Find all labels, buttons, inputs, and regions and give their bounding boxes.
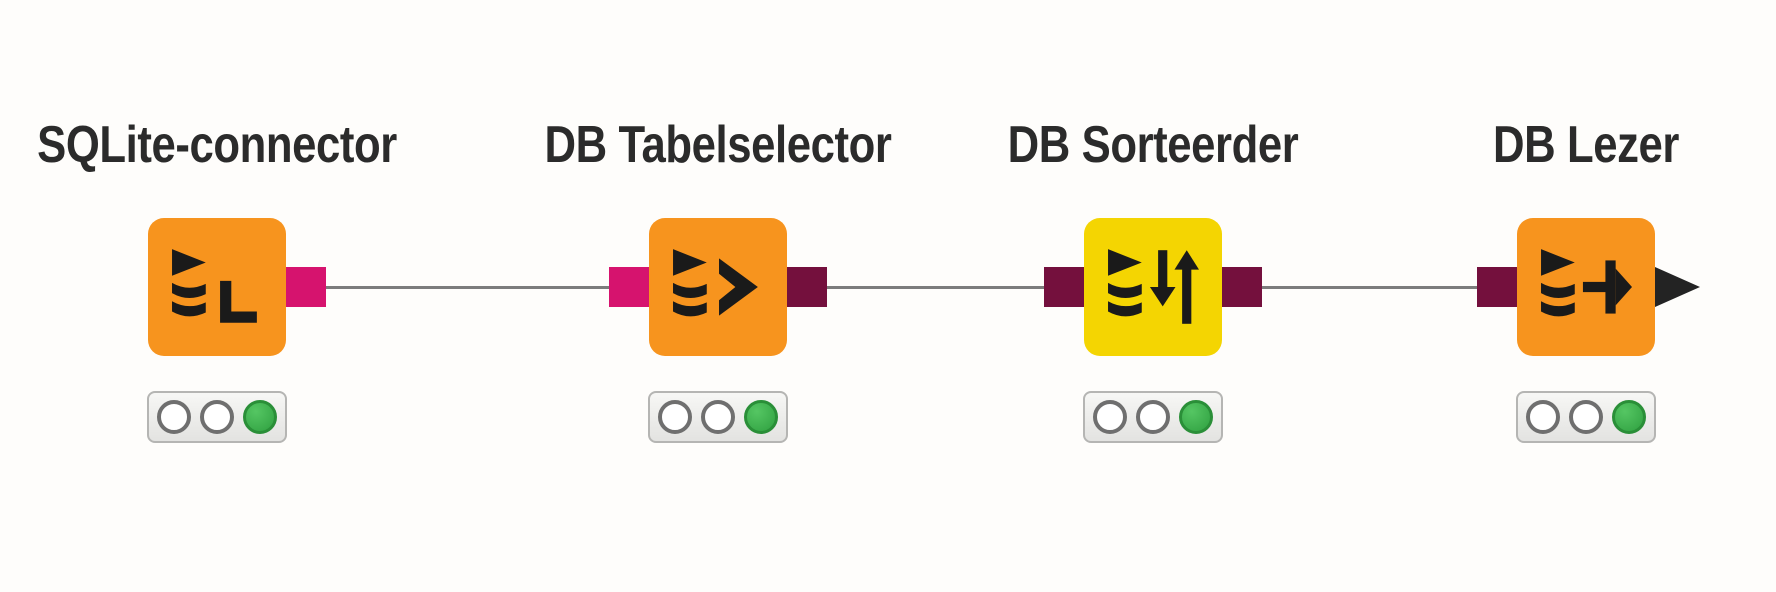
node-label: DB Tabelselector — [544, 116, 892, 174]
status-light-yellow — [1136, 400, 1170, 434]
traffic-light — [1516, 391, 1656, 443]
database-list-l-icon — [172, 249, 257, 323]
node-db-tabelselector[interactable]: DB Tabelselector — [545, 116, 892, 443]
connection-wire[interactable] — [326, 286, 609, 289]
status-light-green — [243, 400, 277, 434]
input-port-db-data[interactable] — [1044, 267, 1084, 307]
node-sqlite-connector[interactable]: SQLite-connector — [37, 116, 397, 443]
status-light-green — [1179, 400, 1213, 434]
output-port-data-table[interactable] — [1655, 267, 1700, 307]
status-light-yellow — [200, 400, 234, 434]
node-body[interactable] — [1517, 218, 1655, 356]
output-port-db-data[interactable] — [787, 267, 827, 307]
database-list-arrow-icon — [1541, 249, 1632, 317]
node-db-lezer[interactable]: DB Lezer — [1477, 116, 1700, 443]
database-list-chevron-icon — [673, 249, 758, 317]
node-label: SQLite-connector — [37, 116, 397, 174]
traffic-light — [1083, 391, 1223, 443]
node-body[interactable] — [148, 218, 286, 356]
connection-wire[interactable] — [827, 286, 1044, 289]
node-label: DB Sorteerder — [1007, 116, 1299, 174]
node-label: DB Lezer — [1493, 116, 1679, 174]
status-light-red — [1093, 400, 1127, 434]
status-light-red — [157, 400, 191, 434]
status-light-green — [744, 400, 778, 434]
status-light-green — [1612, 400, 1646, 434]
output-port-db-connection[interactable] — [286, 267, 326, 307]
traffic-light — [147, 391, 287, 443]
traffic-light — [648, 391, 788, 443]
node-body[interactable] — [1084, 218, 1222, 356]
node-body[interactable] — [649, 218, 787, 356]
status-light-yellow — [1569, 400, 1603, 434]
connection-wire[interactable] — [1262, 286, 1477, 289]
status-light-yellow — [701, 400, 735, 434]
status-light-red — [1526, 400, 1560, 434]
output-port-db-data[interactable] — [1222, 267, 1262, 307]
input-port-db-data[interactable] — [1477, 267, 1517, 307]
input-port-db-connection[interactable] — [609, 267, 649, 307]
database-list-sort-icon — [1108, 249, 1199, 324]
node-db-sorteerder[interactable]: DB Sorteerder — [1008, 116, 1299, 443]
status-light-red — [658, 400, 692, 434]
